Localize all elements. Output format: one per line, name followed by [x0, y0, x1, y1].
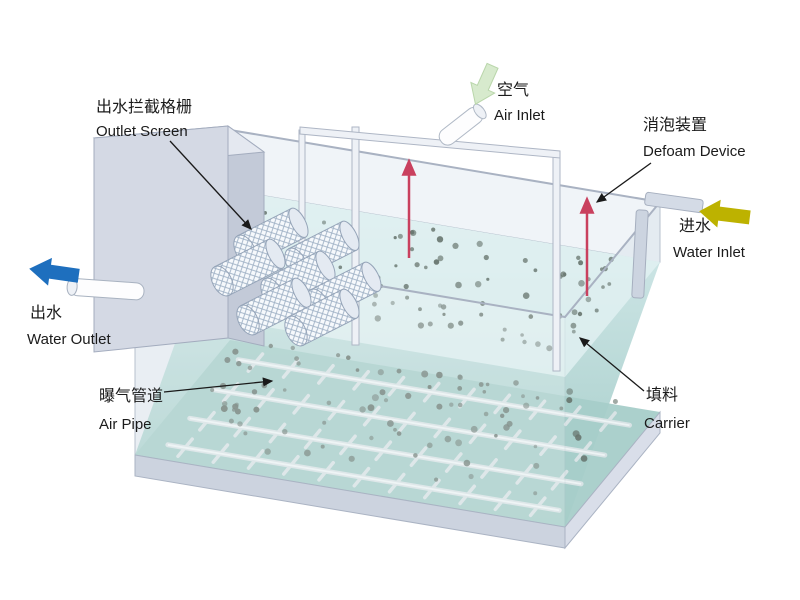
inlet-downpipe	[631, 209, 649, 299]
label-carrier-en: Carrier	[644, 415, 690, 432]
label-water-outlet-en: Water Outlet	[27, 331, 111, 348]
leader-defoam-device	[595, 162, 652, 203]
label-defoam-device-zh: 消泡装置	[643, 116, 707, 134]
label-water-inlet-zh: 进水	[679, 217, 711, 235]
inlet-header-pipe	[644, 191, 704, 214]
water-outlet-arrow-icon	[29, 257, 80, 286]
label-air-pipe-zh: 曝气管道	[99, 387, 163, 405]
water-outlet-pipe	[66, 277, 145, 301]
label-water-outlet-zh: 出水	[30, 304, 62, 322]
chamber-outer-wall	[93, 125, 229, 353]
label-air-inlet-en: Air Inlet	[494, 107, 546, 124]
label-carrier-zh: 填料	[646, 386, 678, 404]
label-air-pipe-en: Air Pipe	[99, 416, 152, 433]
water-inlet-pipe	[631, 191, 704, 299]
defoam-devices	[401, 158, 595, 296]
leader-outlet-screen	[169, 140, 252, 230]
labels: 出水拦截格栅 Outlet Screen 空气 Air Inlet 消泡装置 D…	[27, 81, 746, 433]
label-outlet-screen-zh: 出水拦截格栅	[96, 98, 192, 116]
label-defoam-device-en: Defoam Device	[643, 143, 746, 160]
label-air-inlet-zh: 空气	[497, 81, 529, 99]
air-pipe-grid	[165, 352, 632, 518]
outlet-screen-cylinders	[210, 207, 382, 347]
air-inlet-pipe	[438, 103, 487, 146]
air-inlet-arrow-icon	[470, 62, 499, 105]
frame-rail	[299, 126, 561, 159]
leader-carrier	[578, 337, 645, 392]
water-inlet-arrow-icon	[699, 199, 751, 228]
frame-post-right	[552, 150, 561, 372]
leader-lines	[163, 140, 652, 393]
tank-base-right	[564, 410, 661, 550]
label-outlet-screen-en: Outlet Screen	[96, 123, 188, 140]
leader-air-pipe	[163, 377, 274, 393]
label-water-inlet-en: Water Inlet	[673, 244, 746, 261]
